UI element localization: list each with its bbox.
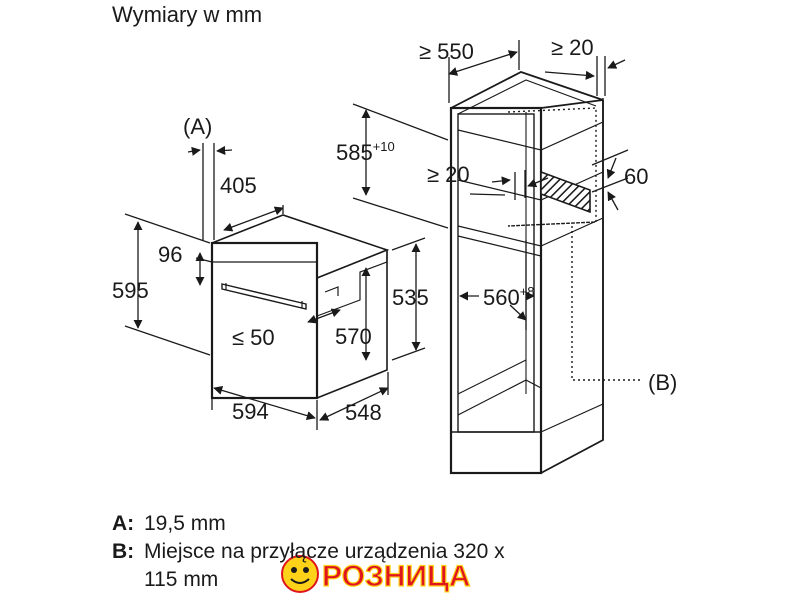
dim-548: 548 xyxy=(345,400,382,425)
dim-570: 570 xyxy=(335,324,372,349)
vent-hatch xyxy=(540,170,591,214)
note-a-text: 19,5 mm xyxy=(144,512,226,535)
connection-space xyxy=(507,107,640,381)
cabinet-dimension-lines xyxy=(352,40,629,330)
cabinet-front xyxy=(449,106,543,475)
oven-front xyxy=(210,241,319,400)
dim-535: 535 xyxy=(392,285,429,310)
watermark-logo: РОЗНИЦА xyxy=(281,555,471,594)
note-b: B: Miejsce na przyłącze urządzenia 320 x xyxy=(112,538,632,566)
dim-405: 405 xyxy=(220,173,257,198)
note-a-key: A: xyxy=(112,512,135,535)
oven-drawing xyxy=(210,214,390,400)
dim-96: 96 xyxy=(158,242,182,267)
note-b-key: B: xyxy=(112,540,135,563)
diagram-title: Wymiary w mm xyxy=(112,2,262,27)
dim-560: 560+8 xyxy=(483,284,535,310)
dim-595: 595 xyxy=(112,278,149,303)
dim-ge20-top: ≥ 20 xyxy=(551,35,594,60)
oven-dimension-lines xyxy=(124,143,426,430)
dim-594: 594 xyxy=(232,399,269,424)
dim-585: 585+10 xyxy=(336,139,395,165)
dim-le50: ≤ 50 xyxy=(232,325,275,350)
smiley-icon xyxy=(281,555,319,593)
cabinet-top xyxy=(450,71,604,109)
dim-ge550: ≥ 550 xyxy=(419,39,474,64)
label-b-cabinet: (B) xyxy=(648,370,677,395)
oven-handle xyxy=(221,283,307,310)
note-b-text-line1: Miejsce na przyłącze urządzenia 320 x xyxy=(144,540,505,563)
label-a-oven: (A) xyxy=(183,114,212,139)
note-a: A: 19,5 mm xyxy=(112,510,632,538)
watermark-text: РОЗНИЦА xyxy=(322,560,471,593)
dim-ge20-mid: ≥ 20 xyxy=(427,162,470,187)
notes-block: A: 19,5 mm B: Miejsce na przyłącze urząd… xyxy=(112,510,632,594)
dim-60: 60 xyxy=(624,164,648,189)
cabinet-drawing xyxy=(449,71,604,475)
note-b-text-line2: 115 mm xyxy=(144,568,219,591)
